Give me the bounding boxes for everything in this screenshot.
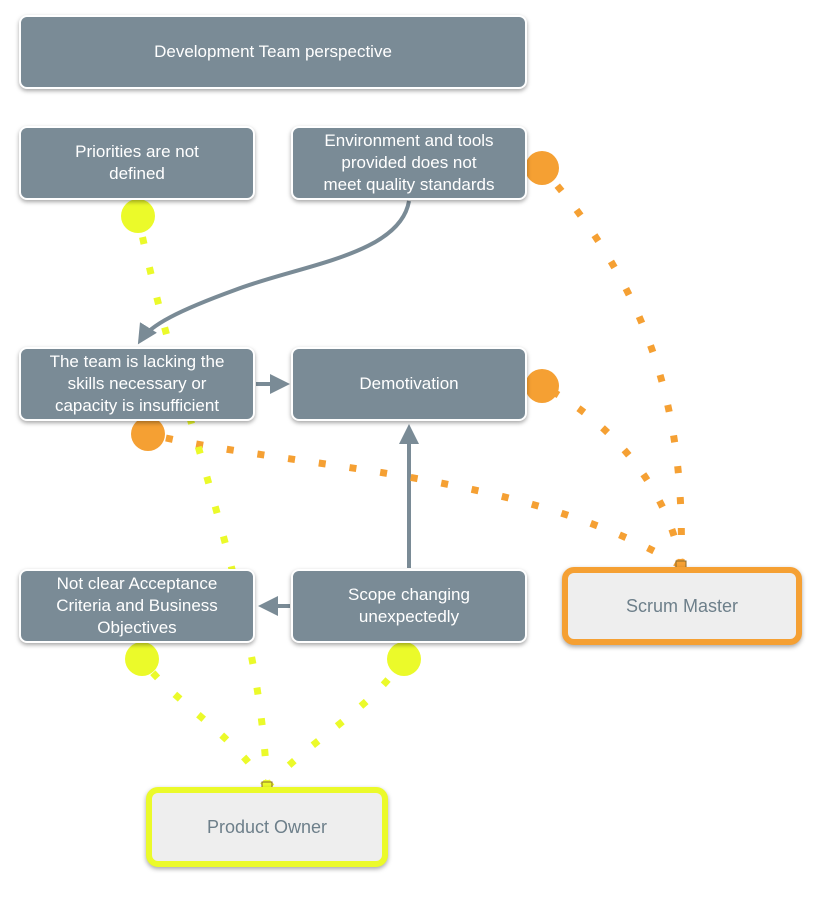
link-endpoint-acceptance <box>125 642 159 676</box>
link-scrum_master-to-environment <box>539 165 685 567</box>
node-demotivation[interactable]: Demotivation <box>291 347 527 421</box>
node-skills[interactable]: The team is lacking the skills necessary… <box>19 347 255 421</box>
node-acceptance[interactable]: Not clear Acceptance Criteria and Busine… <box>19 569 255 643</box>
node-scope[interactable]: Scope changing unexpectedly <box>291 569 527 643</box>
role-scrum-master[interactable]: Scrum Master <box>562 567 802 645</box>
link-endpoint-environment <box>525 151 559 185</box>
link-product_owner-to-priorities <box>134 215 271 788</box>
link-scrum_master-to-skills <box>147 430 683 570</box>
diagram-title: Development Team perspective <box>19 15 527 89</box>
link-endpoint-demotivation <box>525 369 559 403</box>
link-endpoint-skills <box>131 417 165 451</box>
link-product_owner-to-acceptance <box>139 657 270 789</box>
node-priorities[interactable]: Priorities are not defined <box>19 126 255 200</box>
edge-environment-to-skills <box>137 200 411 345</box>
link-product_owner-to-scope <box>264 657 407 790</box>
link-endpoint-priorities <box>121 199 155 233</box>
role-product-owner[interactable]: Product Owner <box>146 787 388 867</box>
link-endpoint-scope <box>387 642 421 676</box>
node-environment[interactable]: Environment and tools provided does not … <box>291 126 527 200</box>
link-scrum_master-to-demotivation <box>540 382 685 567</box>
